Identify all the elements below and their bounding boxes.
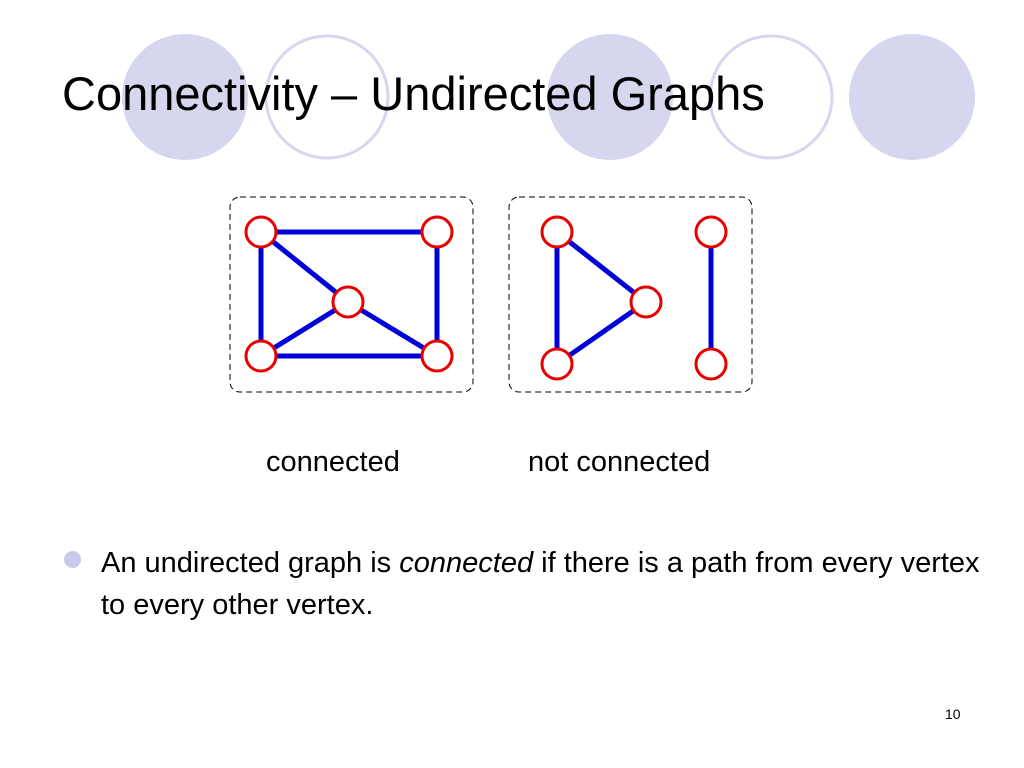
bullet-text-emphasis: connected [399,547,534,579]
graph-vertex [420,215,454,249]
graph-vertex [694,215,728,249]
graph-vertex [540,215,574,249]
bullet-text-after: if there is a path from every vertex to … [101,547,980,621]
graph-vertex [420,339,454,373]
caption-connected: connected [266,446,400,478]
graph-edge [346,299,439,359]
deco-circle-filled [849,34,975,160]
graph-edge [259,230,350,304]
deco-circle-filled [547,34,673,160]
bullet-text: An undirected graph is connected if ther… [101,542,981,626]
decorative-circles [122,34,975,160]
graph-connected [229,196,474,393]
caption-not-connected: not connected [528,446,711,478]
graph-edge [555,299,648,367]
slide-title: Connectivity – Undirected Graphs [62,67,765,120]
graph-vertex [694,347,728,381]
deco-circle-filled [122,34,248,160]
deco-circle-outline [708,34,834,160]
graph-edge [555,230,648,304]
graph-vertex [540,347,574,381]
graph-not-connected [508,196,753,393]
bullet-icon [64,551,81,568]
graph-vertex [244,339,278,373]
graph-frame [229,196,474,393]
graph-vertex [629,285,663,319]
graph-frame [508,196,753,393]
bullet-text-before: An undirected graph is [101,547,400,579]
page-number: 10 [945,706,961,722]
graph-vertex [244,215,278,249]
graph-vertex [331,285,365,319]
graph-edge [259,299,350,359]
deco-circle-outline [264,34,390,160]
